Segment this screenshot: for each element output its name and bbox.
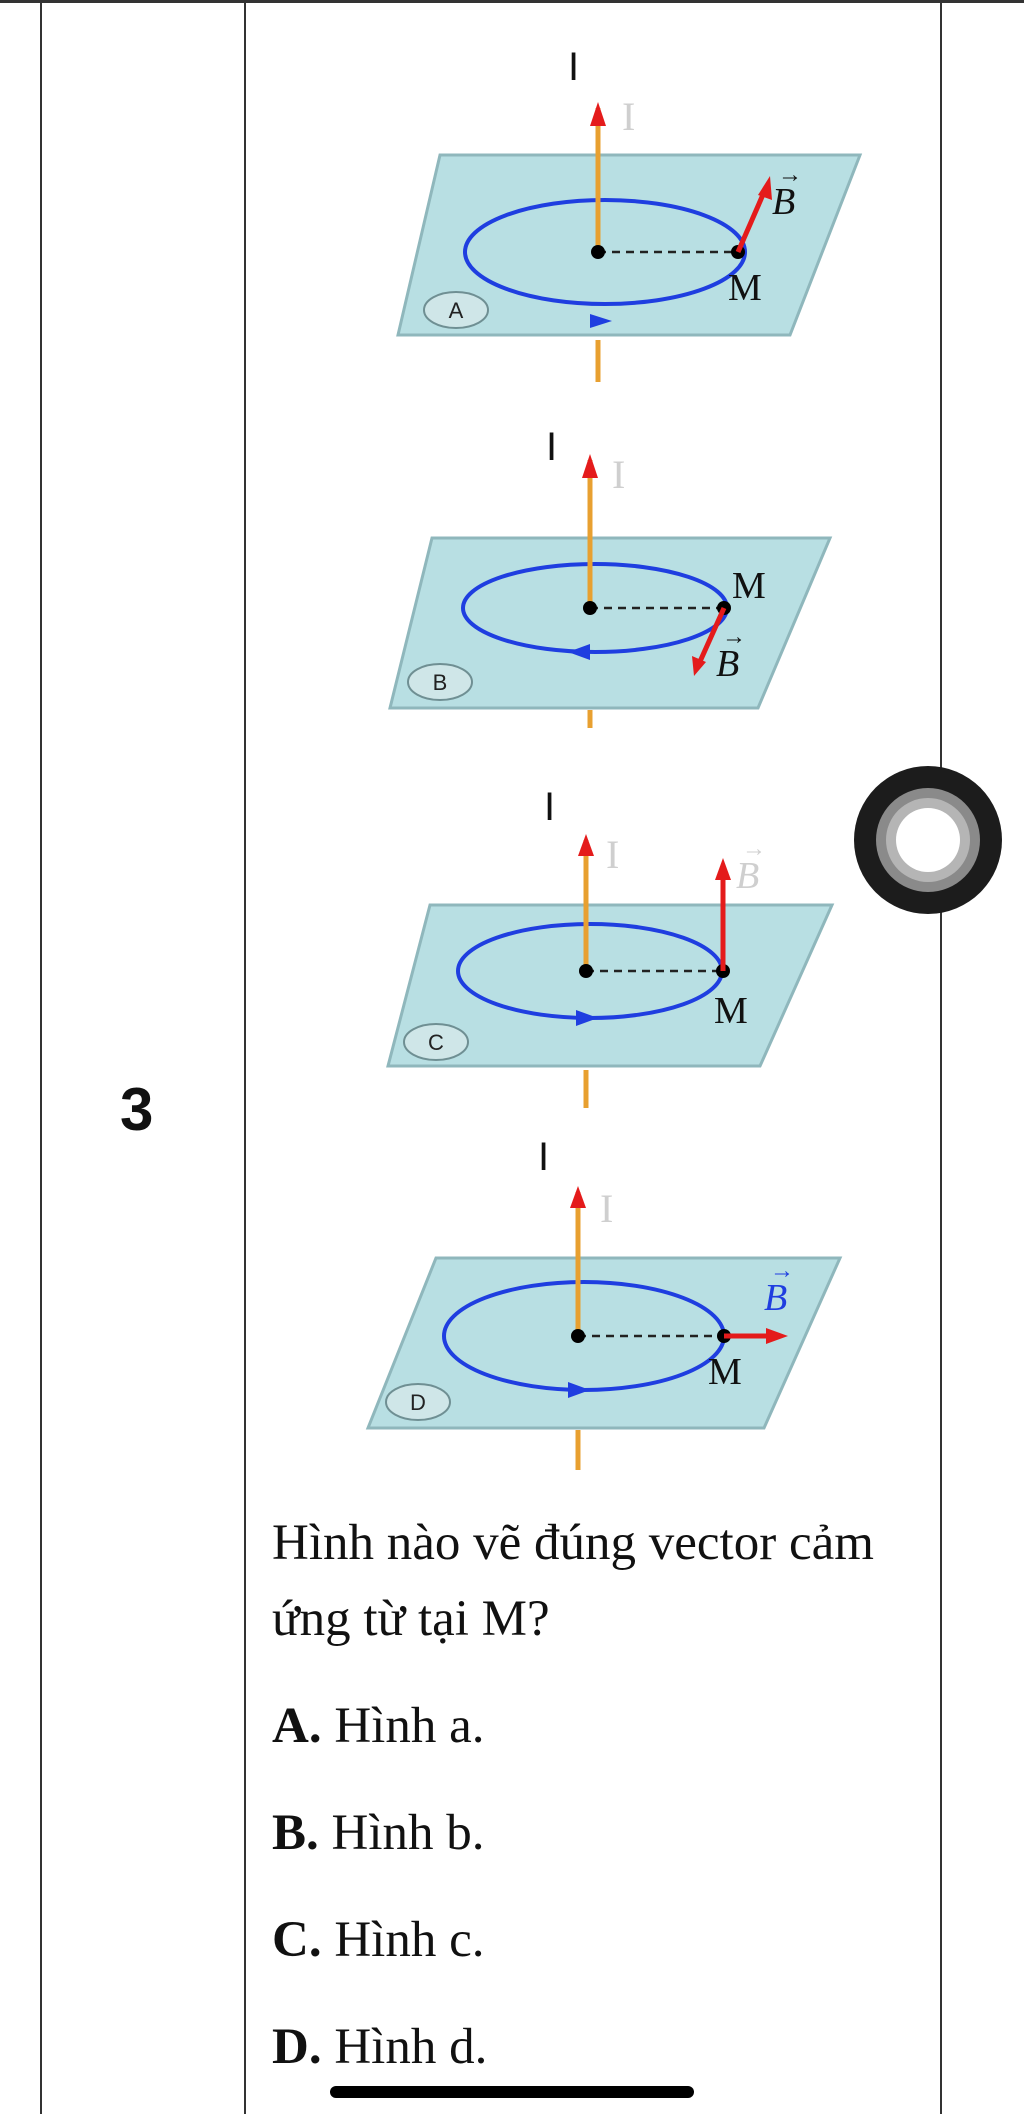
option-letter: B.: [272, 1805, 319, 1861]
option-b[interactable]: B. Hình b.: [272, 1803, 485, 1863]
loop-arrow: [576, 1010, 598, 1026]
current-label: I: [622, 94, 635, 139]
wire-point: [583, 601, 597, 615]
loop-arrow: [590, 314, 612, 328]
vector-arrow-symbol: →: [770, 1257, 794, 1284]
option-text: Hình d.: [321, 2019, 488, 2075]
option-c[interactable]: C. Hình c.: [272, 1910, 484, 1970]
figure-tag: D: [410, 1390, 426, 1415]
vector-arrow-symbol: →: [742, 835, 766, 862]
field-vector: [735, 189, 768, 253]
point-label: M: [732, 565, 766, 607]
option-text: Hình a.: [321, 1698, 485, 1754]
point-label: M: [708, 1351, 742, 1393]
field-vector-head: [692, 656, 706, 676]
question-prompt: Hình nào vẽ đúng vector cảm ứng từ tại M…: [272, 1515, 874, 1647]
plane: [388, 536, 833, 710]
current-arrow: [578, 834, 594, 856]
field-vector: [695, 606, 727, 668]
field-label: B: [772, 181, 795, 223]
figure-tag: C: [428, 1030, 444, 1055]
figure-tag-badge: [407, 663, 473, 701]
wire-point: [591, 245, 605, 259]
vector-arrow-symbol: →: [722, 623, 746, 650]
question-number: 3: [120, 1076, 154, 1143]
option-a[interactable]: A. Hình a.: [272, 1696, 484, 1756]
current-label: I: [600, 1186, 613, 1231]
wire-point: [579, 964, 593, 978]
figure-tag-badge: [423, 291, 489, 329]
figure-tag: B: [433, 670, 448, 695]
loop-arrow: [568, 1382, 590, 1398]
figure-a: A I I B → M: [250, 30, 940, 390]
vector-arrow-symbol: →: [778, 161, 802, 188]
figure-c: C I I B → M: [250, 780, 940, 1140]
option-letter: D.: [272, 2019, 322, 2075]
loop-arrow: [568, 644, 590, 660]
current-arrow: [582, 454, 598, 478]
figure-b: B I I B → M: [250, 410, 940, 770]
current-arrow: [590, 102, 606, 126]
home-indicator[interactable]: [330, 2086, 694, 2098]
assistive-touch-button[interactable]: [854, 766, 1002, 914]
table-top-border: [0, 0, 1024, 3]
option-text: Hình b.: [318, 1805, 485, 1861]
figure-tag-badge: [385, 1383, 451, 1421]
point-label: M: [728, 267, 762, 309]
field-vector-head: [758, 176, 772, 200]
field-label: B: [736, 855, 759, 897]
current-arrow: [570, 1186, 586, 1208]
field-label: B: [764, 1277, 787, 1319]
option-letter: C.: [272, 1912, 322, 1968]
wire-label: I: [544, 785, 555, 829]
figure-d: D I I B → M: [250, 1130, 940, 1490]
wire-label: I: [546, 425, 557, 469]
wire-point: [571, 1329, 585, 1343]
field-label: B: [716, 643, 739, 685]
table-border-right: [940, 0, 942, 2114]
field-vector-head: [766, 1328, 788, 1344]
option-d[interactable]: D. Hình d.: [272, 2017, 487, 2077]
field-vector-head: [715, 858, 731, 880]
table-border-left: [40, 0, 42, 2114]
wire-label: I: [568, 45, 579, 89]
option-letter: A.: [272, 1698, 322, 1754]
plane: [365, 1256, 843, 1430]
wire-label: I: [538, 1135, 549, 1179]
current-label: I: [612, 452, 625, 497]
table-border-middle: [244, 0, 246, 2114]
current-label: I: [606, 832, 619, 877]
figure-tag: A: [449, 298, 464, 323]
figure-tag-badge: [403, 1023, 469, 1061]
option-text: Hình c.: [321, 1912, 485, 1968]
point-label: M: [714, 990, 748, 1032]
